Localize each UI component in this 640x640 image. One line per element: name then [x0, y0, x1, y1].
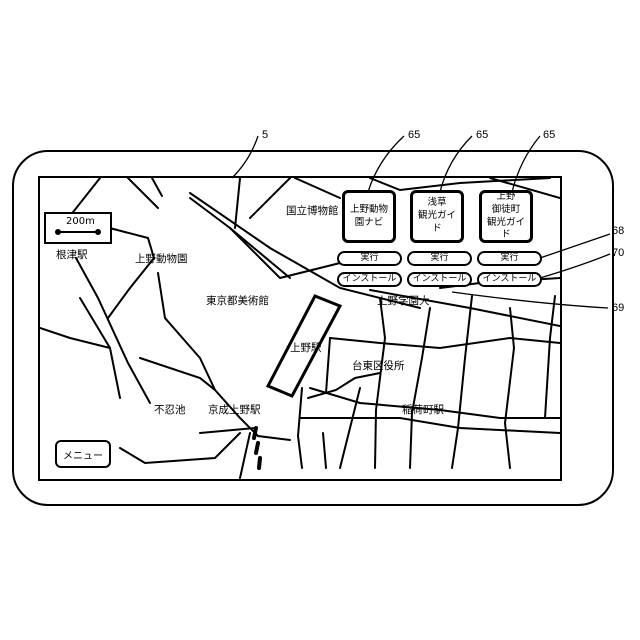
leader-70	[540, 254, 610, 278]
leader-65b	[440, 136, 472, 192]
ref-65-a: 65	[408, 130, 420, 141]
leader-5	[232, 136, 258, 178]
leader-68	[540, 234, 610, 258]
ref-65-c: 65	[543, 130, 555, 141]
ref-69: 69	[612, 303, 624, 314]
ref-5: 5	[262, 130, 268, 141]
ref-65-b: 65	[476, 130, 488, 141]
ref-68: 68	[612, 226, 624, 237]
leader-65a	[368, 136, 404, 192]
ref-70: 70	[612, 248, 624, 259]
leader-69	[452, 292, 608, 308]
leader-65c	[512, 136, 540, 192]
